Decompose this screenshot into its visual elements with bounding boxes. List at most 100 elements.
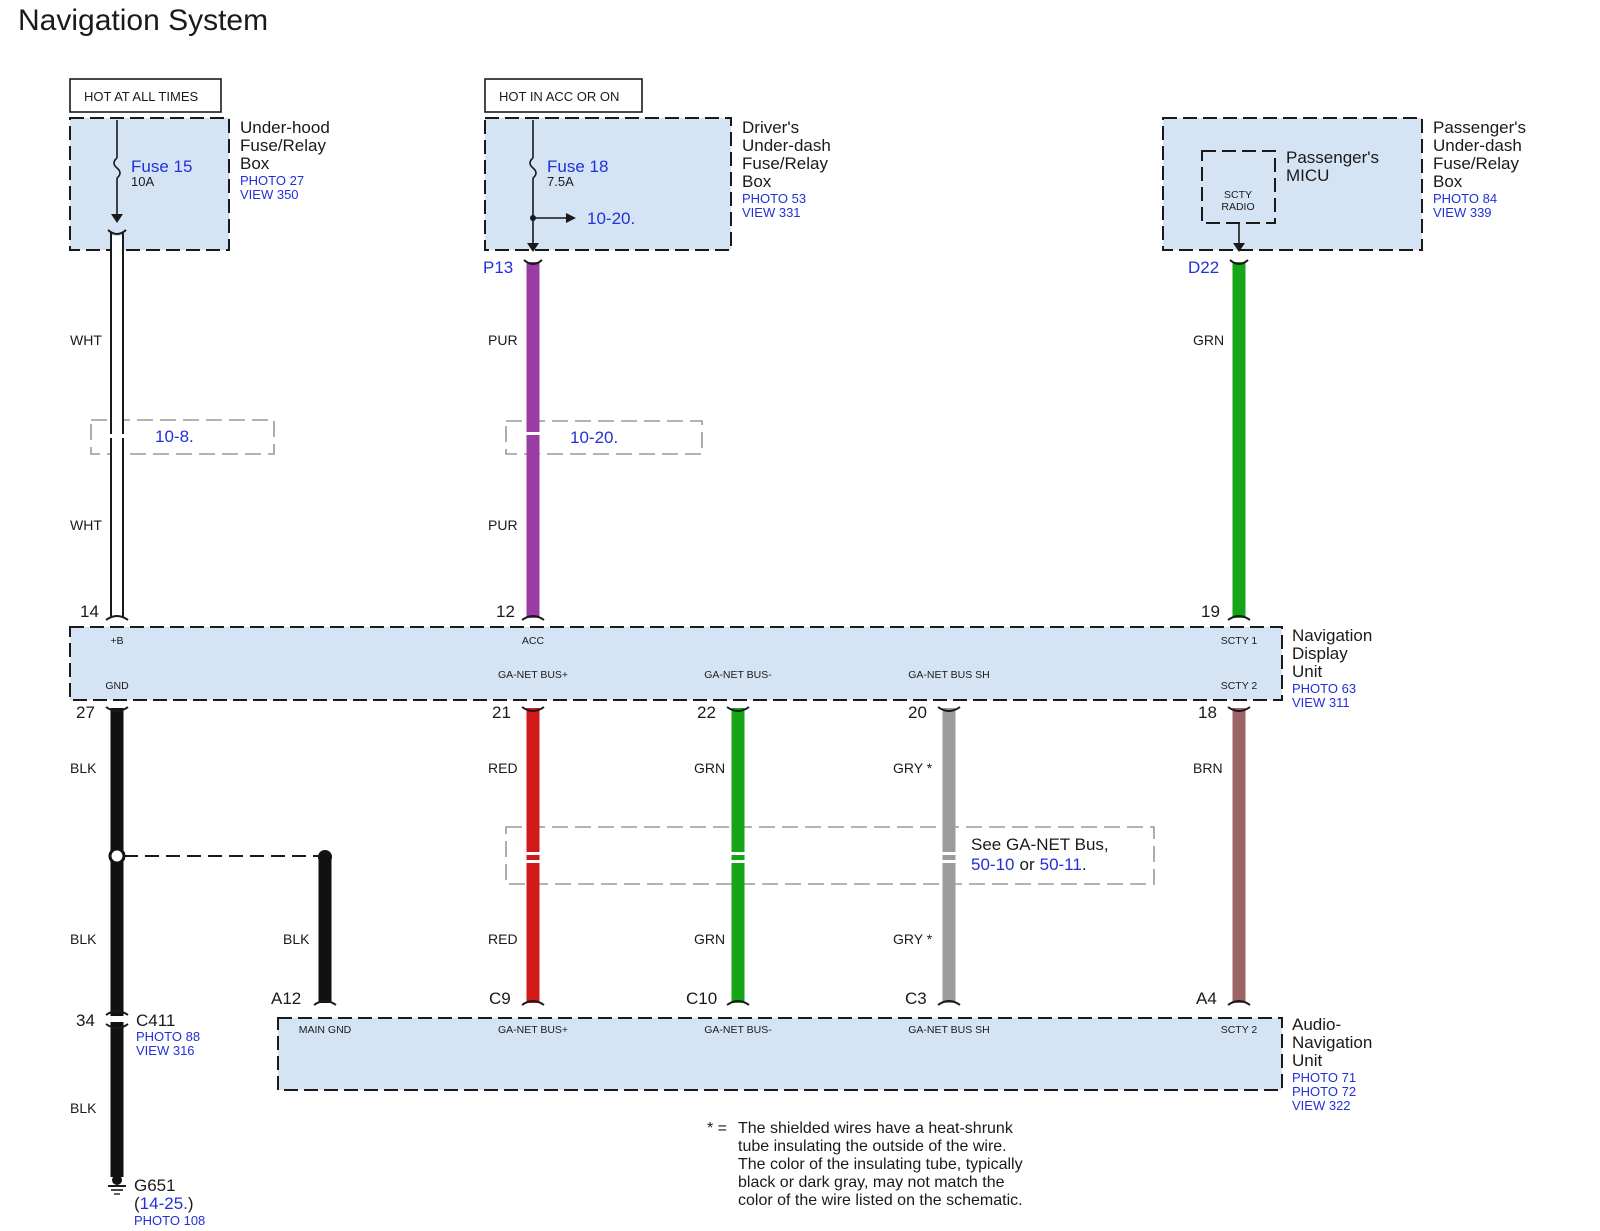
wht-wire-gap <box>106 434 128 438</box>
footnote-line-2: tube insulating the outside of the wire. <box>738 1138 1007 1155</box>
pin-12: 12 <box>496 602 515 621</box>
grn-connector-top <box>1229 259 1249 265</box>
p13-connector-label[interactable]: P13 <box>483 258 513 277</box>
underhood-photo-link[interactable]: PHOTO 27 <box>240 173 304 188</box>
pur-wire-label-2: PUR <box>488 517 518 533</box>
pin-c3: C3 <box>905 989 927 1008</box>
fuse-15-rating: 10A <box>131 174 154 189</box>
pur-ref-link[interactable]: 10-20. <box>570 428 618 447</box>
pin-19: 19 <box>1201 602 1220 621</box>
nav-display-label-2: Display <box>1292 644 1348 663</box>
driver-photo-link[interactable]: PHOTO 53 <box>742 191 806 206</box>
pin-c9: C9 <box>489 989 511 1008</box>
grn-wire-label-lower-2: GRN <box>694 931 725 947</box>
pin-18: 18 <box>1198 703 1217 722</box>
scty-radio-label-2: RADIO <box>1221 201 1254 213</box>
pur-wire-gap <box>524 432 542 435</box>
wht-wire-label-1: WHT <box>70 332 102 348</box>
ground-splice-end <box>318 850 332 864</box>
fuse-18-symbol <box>529 157 537 179</box>
c411-photo-link[interactable]: PHOTO 88 <box>136 1029 200 1044</box>
pin-c10: C10 <box>686 989 717 1008</box>
underhood-label-3: Box <box>240 154 270 173</box>
brn-wire-label: BRN <box>1193 760 1223 776</box>
d22-connector-label[interactable]: D22 <box>1188 258 1219 277</box>
micu-label-1: Passenger's <box>1286 148 1379 167</box>
audio-nav-label-1: Audio- <box>1292 1015 1341 1034</box>
terminal-scty2: SCTY 2 <box>1221 680 1258 692</box>
audio-nav-label-2: Navigation <box>1292 1033 1372 1052</box>
audio-nav-photo-71-link[interactable]: PHOTO 71 <box>1292 1070 1356 1085</box>
wht-wire-label-2: WHT <box>70 517 102 533</box>
g651-ref-open: ( <box>134 1194 140 1213</box>
audio-nav-photo-72-link[interactable]: PHOTO 72 <box>1292 1084 1356 1099</box>
wht-ref-link[interactable]: 10-8. <box>155 427 194 446</box>
underhood-fuse-box[interactable] <box>69 117 230 251</box>
hot-in-acc-label: HOT IN ACC OR ON <box>499 89 619 104</box>
audio-nav-label-3: Unit <box>1292 1051 1323 1070</box>
hot-in-acc-box <box>484 78 643 113</box>
audio-navigation-unit[interactable] <box>277 1017 1283 1091</box>
main-gnd-wire-label: BLK <box>283 931 310 947</box>
wht-connector-top <box>107 229 127 235</box>
underhood-view-link[interactable]: VIEW 350 <box>240 187 299 202</box>
passenger-label-4: Box <box>1433 172 1463 191</box>
pin-21: 21 <box>492 703 511 722</box>
terminal-scty1: SCTY 1 <box>1221 635 1258 647</box>
ga-net-ref-text: See GA-NET Bus, <box>971 835 1109 854</box>
gry-wire-label-2: GRY * <box>893 931 933 947</box>
c411-view-link[interactable]: VIEW 316 <box>136 1043 195 1058</box>
g651-ref-link[interactable]: 14-25. <box>140 1194 188 1213</box>
passenger-view-link[interactable]: VIEW 339 <box>1433 205 1492 220</box>
pin-27: 27 <box>76 703 95 722</box>
ga-net-or: or <box>1019 855 1034 874</box>
audio-terminal-ga-net-sh: GA-NET BUS SH <box>908 1024 990 1036</box>
pin-a12: A12 <box>271 989 301 1008</box>
passenger-label-1: Passenger's <box>1433 118 1526 137</box>
audio-nav-view-link[interactable]: VIEW 322 <box>1292 1098 1351 1113</box>
nav-display-label-3: Unit <box>1292 662 1323 681</box>
g651-label: G651 <box>134 1176 176 1195</box>
c411-label: C411 <box>136 1011 175 1030</box>
underhood-label-1: Under-hood <box>240 118 330 137</box>
grn-wire-label-upper: GRN <box>1193 332 1224 348</box>
blk-wire-label-3: BLK <box>70 1100 97 1116</box>
page-title: Navigation System <box>18 4 268 37</box>
g651-photo-link[interactable]: PHOTO 108 <box>134 1213 205 1228</box>
pin-a4: A4 <box>1196 989 1217 1008</box>
underhood-label-2: Fuse/Relay <box>240 136 326 155</box>
audio-terminal-ga-net-plus: GA-NET BUS+ <box>498 1024 568 1036</box>
footnote-marker: * = <box>707 1120 727 1137</box>
navigation-display-unit[interactable] <box>69 626 1283 701</box>
ga-net-period: . <box>1082 855 1087 874</box>
driver-label-3: Fuse/Relay <box>742 154 828 173</box>
blk-wire-label-2: BLK <box>70 931 97 947</box>
footnote-line-1: The shielded wires have a heat-shrunk <box>738 1120 1014 1137</box>
passenger-label-2: Under-dash <box>1433 136 1522 155</box>
ga-net-link-50-10[interactable]: 50-10 <box>971 855 1014 874</box>
g651-ref-line: (14-25.) <box>134 1194 194 1213</box>
terminal-acc: ACC <box>522 635 545 647</box>
pin-14: 14 <box>80 602 99 621</box>
passenger-fuse-box[interactable] <box>1162 117 1423 251</box>
ga-net-link-50-11[interactable]: 50-11 <box>1040 855 1082 874</box>
terminal-ga-net-plus: GA-NET BUS+ <box>498 669 568 681</box>
fuse-15-symbol <box>113 157 121 179</box>
fuse-18-label[interactable]: Fuse 18 <box>547 157 608 176</box>
nav-display-view-link[interactable]: VIEW 311 <box>1292 695 1350 710</box>
fuse-15-label[interactable]: Fuse 15 <box>131 157 192 176</box>
driver-view-link[interactable]: VIEW 331 <box>742 205 801 220</box>
audio-terminal-scty2: SCTY 2 <box>1221 1024 1258 1036</box>
nav-display-photo-link[interactable]: PHOTO 63 <box>1292 681 1356 696</box>
pin-20: 20 <box>908 703 927 722</box>
gry-wire-label-1: GRY * <box>893 760 933 776</box>
scty-radio-label-1: SCTY <box>1224 189 1252 201</box>
pin-34: 34 <box>76 1011 95 1030</box>
grn-wire-label-lower-1: GRN <box>694 760 725 776</box>
ga-net-ref-line: 50-10 or 50-11. <box>971 855 1087 874</box>
driver-fuse-box[interactable] <box>484 117 732 251</box>
driver-label-2: Under-dash <box>742 136 831 155</box>
branch-ref-link[interactable]: 10-20. <box>587 209 635 228</box>
passenger-photo-link[interactable]: PHOTO 84 <box>1433 191 1497 206</box>
